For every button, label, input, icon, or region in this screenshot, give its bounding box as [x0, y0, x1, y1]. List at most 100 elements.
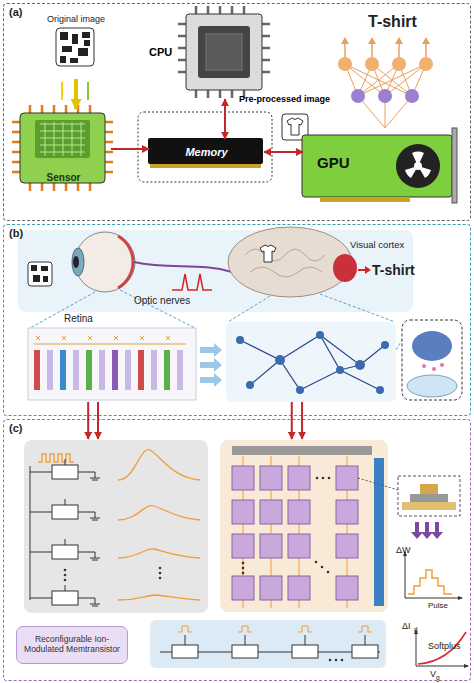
memory-module — [138, 112, 272, 182]
connector-arrow — [224, 99, 226, 139]
text-label: T-shirt — [368, 14, 417, 30]
seen-image — [28, 262, 52, 286]
neuron-network — [355, 360, 365, 370]
retina-cells — [73, 350, 79, 390]
neural-network — [351, 89, 365, 103]
cpu-chip — [198, 26, 250, 78]
activation-array — [178, 626, 372, 632]
panel-frame: (a)Original imageCPUSensorMemoryPre-proc… — [3, 3, 471, 221]
retina-cells — [125, 350, 131, 390]
cpu-chip — [206, 34, 242, 70]
seen-image — [33, 275, 40, 282]
text-label: g — [436, 675, 440, 682]
weight-plot — [403, 551, 463, 600]
gpu-card — [320, 197, 410, 202]
node-text: Sensor — [16, 173, 111, 183]
node-text: (b) — [9, 228, 23, 239]
crossbar-array — [242, 572, 245, 575]
crossbar-array — [243, 456, 347, 608]
temporal-array — [30, 459, 100, 606]
seen-image — [28, 262, 52, 286]
retina-cells — [60, 350, 66, 390]
light-rays — [61, 82, 63, 100]
vision-background — [18, 230, 413, 312]
brain — [365, 266, 371, 274]
neuron-network — [236, 336, 244, 344]
image-box: Original image — [36, 15, 116, 79]
cpu-chip — [178, 6, 270, 98]
crossbar-array — [220, 440, 388, 612]
light-rays — [87, 82, 89, 100]
optic-nerve — [134, 262, 232, 272]
activation-array — [150, 620, 386, 668]
crossbar-array — [321, 566, 324, 569]
node-text: (c) — [9, 423, 22, 434]
activation-array — [232, 645, 258, 658]
neuron-network — [246, 381, 254, 389]
softplus-plot — [416, 630, 468, 666]
seen-image — [43, 276, 48, 282]
retina-cells — [34, 350, 40, 390]
neuron-network — [376, 386, 384, 394]
optic-nerve — [134, 262, 232, 272]
device-box: Reconfigurable Ion-Modulated Memtransist… — [16, 626, 128, 664]
crossbar-array — [374, 458, 384, 606]
crossbar-array — [232, 534, 254, 558]
crossbar-array — [260, 576, 282, 600]
memory-module — [150, 164, 261, 168]
crossbar-array — [232, 576, 254, 600]
crossbar-array — [232, 500, 254, 524]
temporal-array — [64, 579, 67, 582]
neuron-network — [226, 322, 396, 402]
text-label: d — [414, 627, 418, 634]
gpu-card — [302, 135, 452, 197]
crossbar-array — [242, 562, 245, 565]
light-rays — [62, 82, 88, 100]
temporal-array — [24, 440, 208, 613]
eye — [118, 236, 133, 288]
memory-module — [148, 138, 263, 164]
text-label: Optic nerves — [134, 296, 190, 306]
connector-arrow — [74, 79, 78, 109]
connector-arrow — [264, 151, 303, 153]
vision-background — [18, 230, 413, 312]
retina-cells — [112, 350, 118, 390]
neural-network — [419, 57, 433, 71]
temporal-array — [64, 569, 67, 572]
neural-network — [378, 89, 392, 103]
cpu-chip: CPU — [179, 7, 271, 99]
text-label: T-shirt — [372, 263, 415, 277]
device-sketch — [398, 476, 460, 516]
crossbar-array — [316, 477, 319, 480]
signal-arrows — [200, 343, 222, 387]
memory-module: Memory — [149, 139, 264, 165]
node-text: CPU — [149, 47, 172, 58]
sensor-chip — [12, 105, 113, 191]
crossbar-array — [242, 567, 245, 570]
temporal-array — [159, 572, 162, 575]
crossbar-array — [232, 446, 372, 455]
device-sketch — [411, 522, 443, 539]
temporal-array — [52, 465, 78, 479]
crossbar-array — [260, 466, 282, 490]
original-image — [84, 40, 90, 46]
temporal-array — [159, 577, 162, 580]
cpu-chip — [186, 14, 262, 90]
connector-arrow — [87, 402, 89, 439]
neuron-network — [381, 341, 389, 349]
synapse — [422, 364, 426, 368]
crossbar-array — [232, 466, 254, 490]
original-image — [78, 48, 88, 56]
crossbar-array — [322, 477, 325, 480]
device-sketch — [410, 494, 448, 502]
weight-plot — [403, 551, 463, 600]
retina-cells — [47, 350, 53, 390]
neural-network — [345, 64, 426, 128]
device-sketch — [358, 476, 460, 539]
seen-image — [41, 266, 48, 271]
crossbar-array — [260, 534, 282, 558]
original-image — [60, 32, 68, 40]
neuron-network — [226, 322, 396, 402]
crossbar-array — [336, 576, 358, 600]
